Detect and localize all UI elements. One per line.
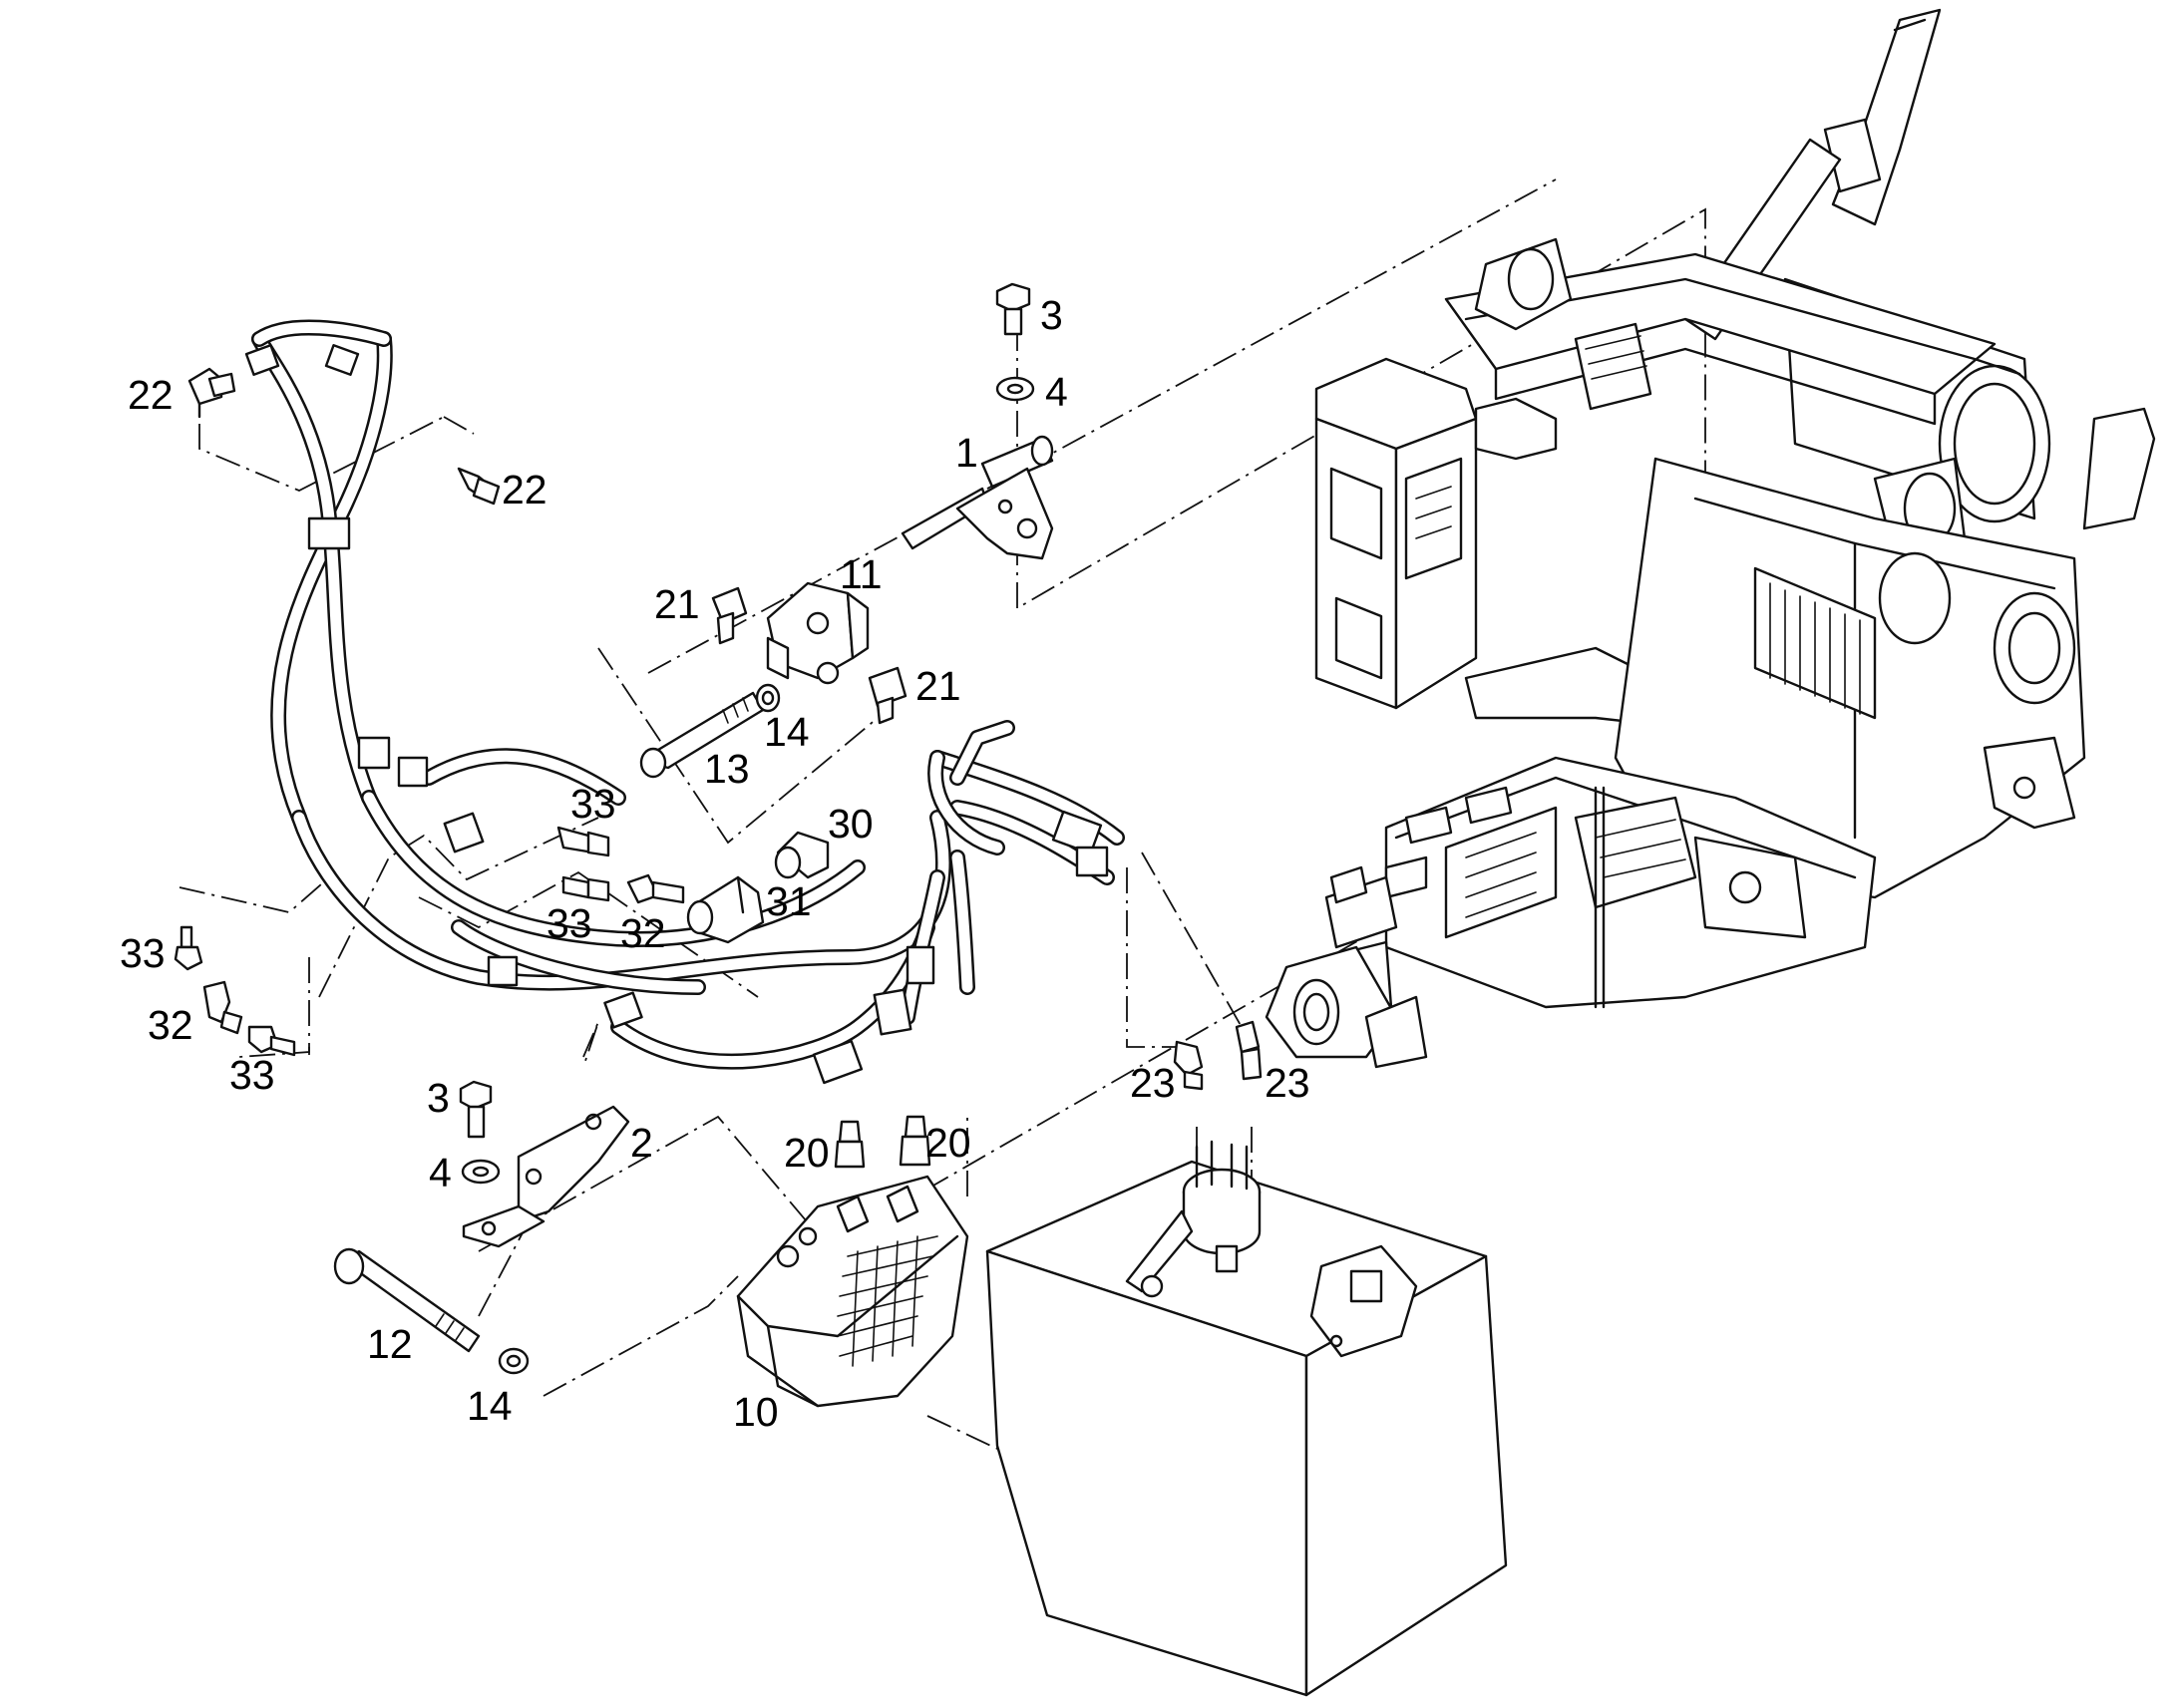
callout-32-left: 32: [148, 1002, 193, 1048]
part-14-washer-lower: [498, 1347, 530, 1375]
callout-32-mid: 32: [620, 910, 666, 956]
callout-14-lower: 14: [467, 1383, 513, 1429]
part-1-bracket: [901, 435, 1054, 560]
callout-10: 10: [733, 1389, 779, 1435]
part-12-long-bolt: [333, 1247, 481, 1353]
wiring-harness: [244, 319, 1125, 1085]
part-33-fitting-left-b: [247, 1025, 296, 1057]
callout-11: 11: [840, 551, 883, 597]
callout-20-right: 20: [925, 1120, 971, 1166]
part-32-fitting-mid: [626, 873, 685, 904]
part-23-elbow-left: [1173, 1040, 1204, 1091]
part-20-fitting-left: [834, 1120, 866, 1169]
callout-20-left: 20: [784, 1130, 830, 1176]
callout-22-right: 22: [502, 467, 547, 512]
callout-21-left: 21: [654, 581, 700, 627]
callout-23-left: 23: [1130, 1060, 1176, 1106]
fuel-tank: [985, 1140, 1508, 1697]
callout-33-left-top: 33: [120, 930, 166, 976]
callout-3-lower: 3: [427, 1075, 450, 1121]
callout-labels: 1 2 3 3 4 4 10 11 12 13 14 14 20 20 21 2…: [120, 292, 1310, 1435]
part-32-elbow-left: [202, 980, 243, 1035]
callout-33-left-bottom: 33: [229, 1052, 275, 1098]
callout-23-right: 23: [1265, 1060, 1310, 1106]
part-31-coupling: [686, 875, 765, 944]
part-4-washer-lower: [461, 1159, 501, 1185]
part-10-pump-module: [736, 1175, 969, 1408]
part-30-plug: [774, 831, 830, 879]
callout-1: 1: [955, 430, 978, 476]
callout-12: 12: [367, 1321, 413, 1367]
part-21-fitting-left: [711, 586, 748, 645]
engine-assembly: [1265, 8, 2156, 1069]
part-33-fitting-left-a: [174, 925, 203, 971]
callout-33-mid-bottom: 33: [546, 900, 592, 946]
part-4-washer-top: [995, 376, 1035, 402]
callout-33-mid-top: 33: [570, 781, 616, 827]
callout-13: 13: [704, 746, 750, 792]
part-21-fitting-right: [868, 666, 908, 725]
part-33-fitting-mid-a: [556, 826, 610, 857]
part-14-washer-mid: [755, 683, 781, 713]
part-22-elbow-top-left: [187, 367, 236, 419]
part-2-bracket: [462, 1105, 630, 1248]
callout-21-right: 21: [915, 663, 961, 709]
callout-4-lower: 4: [429, 1150, 452, 1196]
part-33-fitting-mid-b: [561, 875, 610, 902]
callout-30: 30: [828, 801, 874, 847]
callout-14-mid: 14: [764, 709, 810, 755]
callout-4-top: 4: [1045, 369, 1068, 415]
part-22-elbow-top: [457, 467, 501, 506]
callout-2: 2: [630, 1120, 653, 1166]
part-11-valve-block: [766, 581, 870, 685]
part-3-bolt-top: [995, 282, 1031, 336]
part-20-fitting-right: [899, 1115, 931, 1167]
part-3-bolt-lower: [459, 1080, 493, 1139]
callout-22-left: 22: [128, 372, 174, 418]
part-23-fitting-right: [1235, 1020, 1263, 1081]
callout-3-top: 3: [1040, 292, 1063, 338]
callout-31: 31: [766, 878, 812, 924]
